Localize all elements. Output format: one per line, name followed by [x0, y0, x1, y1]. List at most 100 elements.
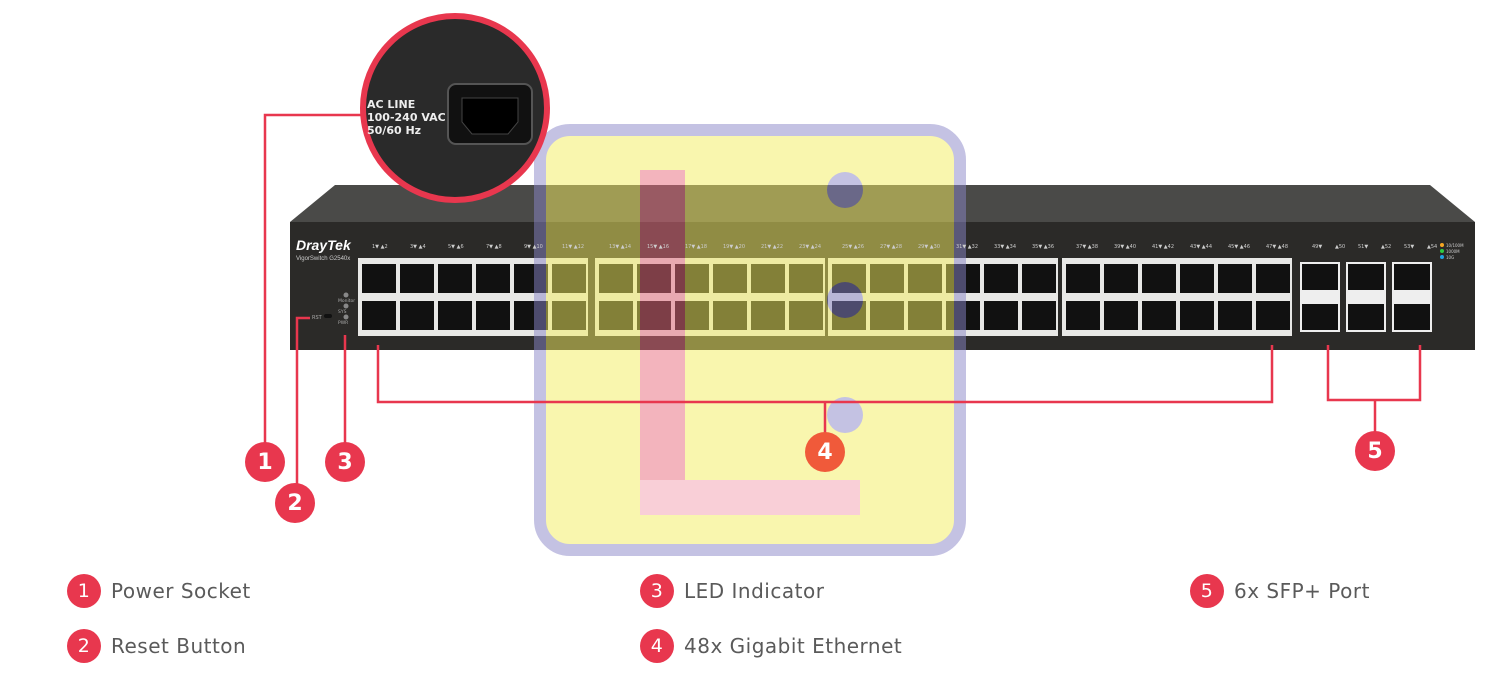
power-label-line2: 100-240 VAC — [367, 111, 446, 124]
legend-item: 1 Power Socket — [67, 574, 251, 608]
port-label: 5▼ ▲6 — [448, 244, 464, 250]
ethernet-port-35 — [1022, 264, 1056, 293]
port-label: 1▼ ▲2 — [372, 244, 388, 250]
port-label: 41▼ ▲42 — [1152, 244, 1174, 250]
port-label: 37▼ ▲38 — [1076, 244, 1098, 250]
led-label: PWR — [338, 320, 348, 326]
legend-label: Reset Button — [111, 634, 247, 658]
ethernet-port-39 — [1104, 264, 1138, 293]
ethernet-port-46 — [1218, 301, 1252, 330]
port-label: 45▼ ▲46 — [1228, 244, 1250, 250]
port-label: 3▼ ▲4 — [410, 244, 426, 250]
callout-5: 5 — [1355, 431, 1395, 471]
power-label-line1: AC LINE — [367, 98, 415, 111]
speed-led — [1440, 249, 1444, 253]
callout-lines — [263, 113, 1422, 485]
speed-label: 10G — [1446, 255, 1454, 260]
sfp-label: ▲50 — [1335, 244, 1345, 250]
callout-3: 3 — [325, 442, 365, 482]
ethernet-port-4 — [400, 301, 434, 330]
callout-1: 1 — [245, 442, 285, 482]
ethernet-port-43 — [1180, 264, 1214, 293]
ethernet-port-42 — [1142, 301, 1176, 330]
port-labels: 1▼ ▲2 3▼ ▲4 5▼ ▲6 7▼ ▲8 9▼ ▲10 11▼ ▲12 13▼ ▲14… — [372, 244, 1288, 250]
model-label: VigorSwitch G2540x — [296, 256, 350, 262]
legend-item: 4 48x Gigabit Ethernet — [640, 629, 902, 663]
legend-label: 6x SFP+ Port — [1234, 579, 1370, 603]
ethernet-port-48 — [1256, 301, 1290, 330]
power-label-line3: 50/60 Hz — [367, 124, 421, 137]
port-label: 39▼ ▲40 — [1114, 244, 1136, 250]
speed-label: 1000M — [1446, 249, 1460, 254]
sfp-label: 49▼ — [1312, 244, 1322, 250]
port-label: 7▼ ▲8 — [486, 244, 502, 250]
sfp-label: ▲52 — [1381, 244, 1391, 250]
sfp-port-54 — [1394, 304, 1430, 330]
watermark-logo — [534, 124, 966, 556]
sfp-port-50 — [1302, 304, 1338, 330]
legend-label: 48x Gigabit Ethernet — [684, 634, 903, 658]
port-label: 27▼ ▲28 — [880, 244, 902, 250]
port-label: 33▼ ▲34 — [994, 244, 1016, 250]
ethernet-port-7 — [476, 264, 510, 293]
socket-inlet — [461, 97, 519, 135]
ethernet-port-41 — [1142, 264, 1176, 293]
sfp-label: 51▼ — [1358, 244, 1368, 250]
port-label: 43▼ ▲44 — [1190, 244, 1212, 250]
ethernet-port-36 — [1022, 301, 1056, 330]
speed-led — [1440, 243, 1444, 247]
reset-button — [324, 314, 332, 318]
port-label: 25▼ ▲26 — [842, 244, 864, 250]
port-label: 19▼ ▲20 — [723, 244, 745, 250]
sfp-port-51 — [1348, 264, 1384, 290]
ethernet-port-37 — [1066, 264, 1100, 293]
led-label: Monitor — [338, 298, 355, 304]
sfp-port-49 — [1302, 264, 1338, 290]
legend-badge: 3 — [640, 574, 674, 608]
led-pwr — [343, 314, 349, 320]
callout-2: 2 — [275, 483, 315, 523]
led-label: SYS — [338, 309, 347, 315]
ethernet-port-3 — [400, 264, 434, 293]
ethernet-port-33 — [984, 264, 1018, 293]
port-label: 47▼ ▲48 — [1266, 244, 1288, 250]
port-label: 11▼ ▲12 — [562, 244, 584, 250]
ethernet-port-2 — [362, 301, 396, 330]
speed-led — [1440, 255, 1444, 259]
legend-label: Power Socket — [111, 579, 251, 603]
ethernet-port-34 — [984, 301, 1018, 330]
ethernet-port-5 — [438, 264, 472, 293]
speed-label: 10/100M — [1446, 243, 1464, 248]
port-group — [1062, 258, 1292, 336]
port-label: 13▼ ▲14 — [609, 244, 631, 250]
sfp-label: ▲54 — [1427, 244, 1437, 250]
ethernet-port-40 — [1104, 301, 1138, 330]
port-label: 9▼ ▲10 — [524, 244, 543, 250]
reset-label: RST — [312, 315, 323, 321]
port-label: 23▼ ▲24 — [799, 244, 821, 250]
port-label: 21▼ ▲22 — [761, 244, 783, 250]
sfp-label: 53▼ — [1404, 244, 1414, 250]
ethernet-port-38 — [1066, 301, 1100, 330]
led-sys — [343, 303, 349, 309]
legend-badge: 5 — [1190, 574, 1224, 608]
ethernet-port-6 — [438, 301, 472, 330]
legend-badge: 1 — [67, 574, 101, 608]
port-label: 29▼ ▲30 — [918, 244, 940, 250]
ethernet-port-44 — [1180, 301, 1214, 330]
ethernet-port-1 — [362, 264, 396, 293]
ethernet-port-8 — [476, 301, 510, 330]
port-label: 31▼ ▲32 — [956, 244, 978, 250]
legend-badge: 4 — [640, 629, 674, 663]
port-label: 17▼ ▲18 — [685, 244, 707, 250]
brand-logo: DrayTek — [296, 237, 352, 253]
port-label: 15▼ ▲16 — [647, 244, 669, 250]
sfp-port-53 — [1394, 264, 1430, 290]
ethernet-port-47 — [1256, 264, 1290, 293]
led-monitor — [343, 292, 349, 298]
